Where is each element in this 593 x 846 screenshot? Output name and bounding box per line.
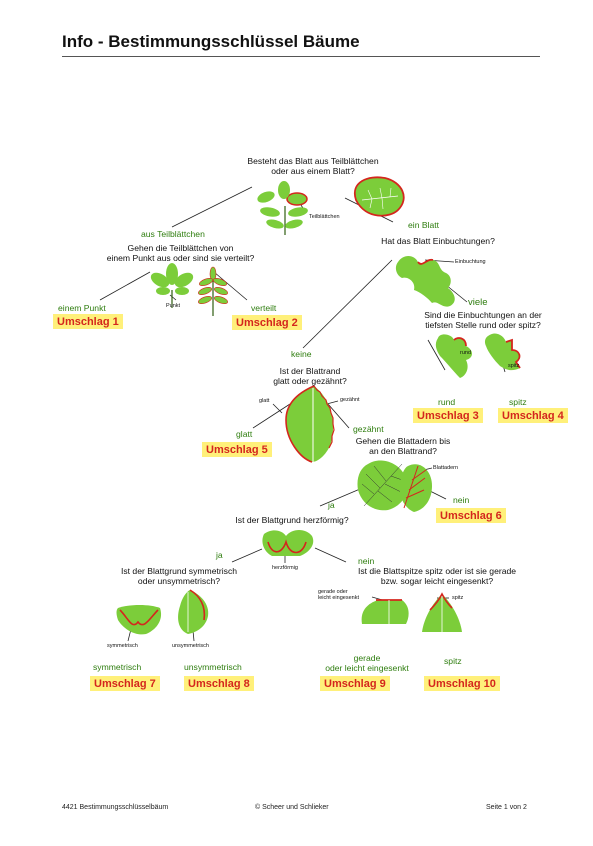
question-leaflet-arrangement: Gehen die Teilblättchen von einem Punkt …: [106, 243, 255, 263]
label-truncate: gerade oder leicht eingesenkt: [318, 589, 359, 601]
answer-veins-no: nein: [453, 495, 470, 505]
cover-2: Umschlag 2: [232, 315, 302, 330]
connector-line: [213, 271, 248, 301]
question-compound: Besteht das Blatt aus Teilblättchen oder…: [247, 156, 379, 176]
answer-none: keine: [291, 349, 312, 359]
answer-truncate: gerade oder leicht eingesenkt: [325, 653, 409, 673]
cover-10: Umschlag 10: [424, 676, 500, 691]
cover-3: Umschlag 3: [413, 408, 483, 423]
question-margin: Ist der Blattrand glatt oder gezähnt?: [273, 366, 347, 386]
label-serrate: gezähnt: [340, 397, 360, 403]
answer-one-point: einem Punkt: [58, 303, 106, 313]
connector-line: [314, 547, 347, 563]
asymmetric-base-leaf-icon: [178, 589, 209, 634]
label-indentation: Einbuchtung: [455, 259, 486, 265]
cover-4: Umschlag 4: [498, 408, 568, 423]
answer-distributed: verteilt: [251, 303, 277, 313]
question-cordate-base: Ist der Blattgrund herzförmig?: [235, 515, 349, 525]
cordate-base-leaf-icon: [262, 530, 314, 556]
cover-8: Umschlag 8: [184, 676, 254, 691]
answer-smooth: glatt: [236, 429, 253, 439]
footer-page-number: Seite 1 von 2: [486, 804, 527, 811]
connector-line: [99, 271, 151, 301]
answer-cordate-yes: ja: [216, 550, 223, 560]
answer-asymmetric: unsymmetrisch: [184, 662, 242, 672]
pointer-line: [169, 294, 177, 301]
connector-line: [231, 548, 263, 563]
connector-line: [252, 403, 291, 429]
cover-7: Umschlag 7: [90, 676, 160, 691]
label-acuminate: spitz: [452, 595, 464, 601]
compound-leaf-icon: [257, 181, 308, 235]
label-cordate: herzförmig: [272, 565, 298, 571]
cover-9: Umschlag 9: [320, 676, 390, 691]
answer-acuminate: spitz: [444, 656, 462, 666]
pinnate-leaf-icon: [198, 266, 228, 316]
acuminate-tip-leaf-icon: [422, 592, 462, 632]
simple-leaf-icon: [353, 176, 405, 217]
pointed-sinus-leaf-icon: [484, 333, 521, 371]
veins-leaf-icon: [357, 460, 432, 512]
pointer-line: [272, 403, 283, 414]
connector-line: [319, 488, 361, 507]
connector-line: [427, 339, 446, 371]
connector-line: [302, 259, 393, 349]
question-veins: Gehen die Blattadern bis an den Blattran…: [355, 436, 451, 456]
connector-line: [171, 186, 253, 228]
label-asymmetric: unsymmetrisch: [172, 643, 209, 649]
label-point: Punkt: [166, 303, 181, 309]
label-leaflets: Teilblättchen: [309, 214, 340, 220]
label-symmetric: symmetrisch: [107, 643, 138, 649]
label-veins: Blattadern: [433, 465, 459, 471]
answer-single-leaf: ein Blatt: [408, 220, 440, 230]
title-divider: [62, 56, 540, 57]
margin-leaf-icon: [285, 385, 335, 463]
palmate-leaf-icon: [150, 263, 194, 308]
symmetric-base-leaf-icon: [116, 605, 162, 635]
answer-many: viele: [468, 297, 488, 308]
question-sinus-shape: Sind die Einbuchtungen an der tiefsten S…: [424, 310, 542, 330]
answer-cordate-no: nein: [358, 556, 375, 566]
question-leaf-tip: Ist die Blattspitze spitz oder ist sie g…: [357, 566, 517, 586]
question-base-symmetry: Ist der Blattgrund symmetrisch oder unsy…: [120, 566, 238, 586]
answer-symmetric: symmetrisch: [93, 662, 142, 672]
label-smooth: glatt: [259, 398, 270, 404]
page-title: Info - Bestimmungsschlüssel Bäume: [62, 32, 360, 51]
cover-6: Umschlag 6: [436, 508, 506, 523]
answer-pointed: spitz: [509, 397, 527, 407]
answer-serrate: gezähnt: [353, 424, 384, 434]
lobed-leaf-icon: [395, 256, 455, 307]
cover-1: Umschlag 1: [53, 314, 123, 329]
footer-document-id: 4421 Bestimmungsschlüsselbäum: [62, 804, 169, 811]
connector-line: [327, 403, 350, 429]
answer-leaflets: aus Teilblättchen: [141, 229, 205, 239]
label-round: rund: [460, 350, 472, 356]
question-indentations: Hat das Blatt Einbuchtungen?: [381, 236, 495, 246]
round-sinus-leaf-icon: [435, 334, 472, 378]
label-pointed: spitz: [508, 363, 520, 369]
truncate-tip-leaf-icon: [361, 599, 409, 624]
answer-round: rund: [438, 397, 456, 407]
answer-veins-yes: ja: [328, 500, 335, 510]
cover-5: Umschlag 5: [202, 442, 272, 457]
footer-copyright: © Scheer und Schlieker: [255, 804, 329, 811]
